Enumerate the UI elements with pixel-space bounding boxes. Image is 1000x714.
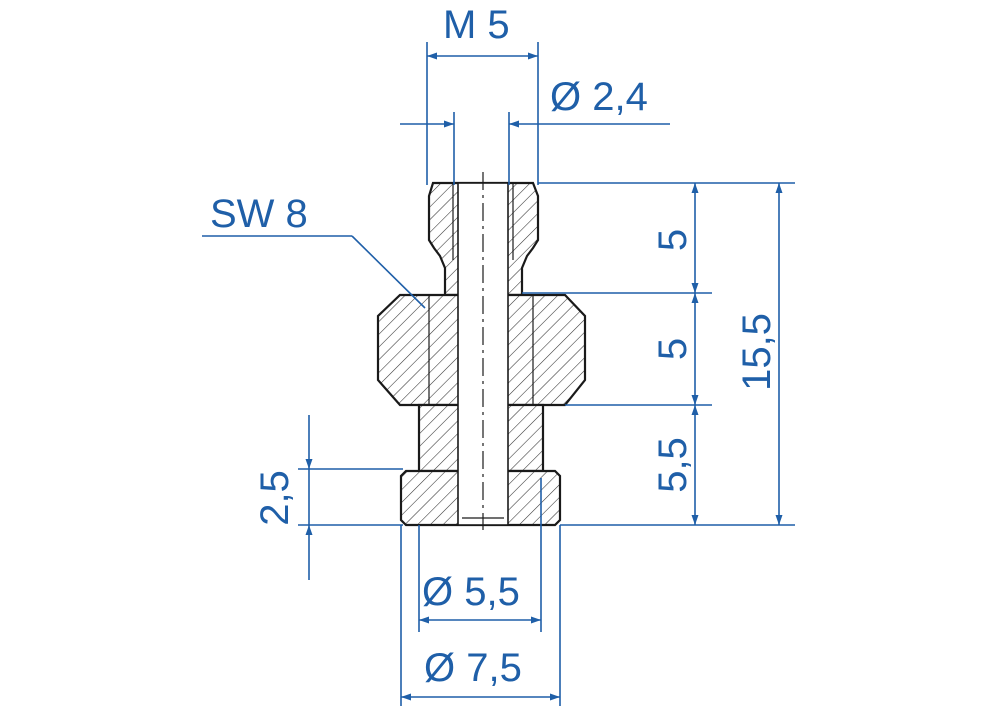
lower-length-label: 5,5: [651, 437, 695, 493]
flange-diameter-label: Ø 7,5: [424, 646, 522, 690]
flange-height-label: 2,5: [253, 470, 297, 526]
top-length-label: 5: [651, 229, 695, 251]
total-length-label: 15,5: [735, 313, 779, 391]
part-section: [376, 172, 587, 530]
hex-length-label: 5: [651, 338, 695, 360]
thread-label: M 5: [443, 3, 510, 47]
wrench-size-label: SW 8: [210, 192, 308, 236]
wrench-leader-diagonal: [351, 235, 426, 309]
dimensions: M 5 Ø 2,4 SW 8 5 5 5,5 15,5 2: [202, 3, 795, 706]
bore-label: Ø 2,4: [550, 75, 648, 119]
shaft-diameter-label: Ø 5,5: [422, 570, 520, 614]
